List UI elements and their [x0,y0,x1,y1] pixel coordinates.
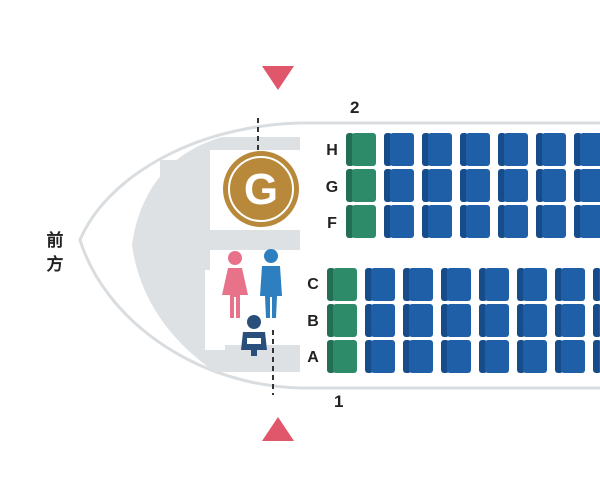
lower-seat-8A[interactable] [593,340,600,373]
upper-seat-7F[interactable] [574,205,600,238]
row-number-upper: 2 [350,98,360,117]
lower-seat-2B[interactable] [365,304,395,337]
lower-seat-3B[interactable] [403,304,433,337]
lower-seat-1B[interactable] [327,304,357,337]
lower-seat-5A[interactable] [479,340,509,373]
lower-seat-6B[interactable] [517,304,547,337]
seat-letter-F: F [327,215,337,232]
restroom-icon [222,249,282,318]
upper-seat-5G[interactable] [498,169,528,202]
seat-letter-H: H [326,142,338,159]
lower-seat-6C[interactable] [517,268,547,301]
upper-seat-3H[interactable] [422,133,452,166]
lower-seat-1C[interactable] [327,268,357,301]
upper-seat-3F[interactable] [422,205,452,238]
lower-seat-2A[interactable] [365,340,395,373]
upper-seat-2H[interactable] [384,133,414,166]
front-direction-label-2: 方 [46,255,64,274]
lower-seat-4C[interactable] [441,268,471,301]
upper-seat-5H[interactable] [498,133,528,166]
lower-seat-4B[interactable] [441,304,471,337]
seat-letter-G: G [325,179,339,196]
upper-seat-4H[interactable] [460,133,490,166]
row-number-lower: 1 [334,392,344,411]
seat-letter-C: C [307,276,319,293]
front-direction-label-1: 前 [46,231,64,250]
upper-seat-6H[interactable] [536,133,566,166]
exit-arrow-up-icon [262,417,294,441]
upper-seat-6F[interactable] [536,205,566,238]
upper-seat-1H[interactable] [346,133,376,166]
lower-seat-7A[interactable] [555,340,585,373]
baby-changing-icon [241,315,267,356]
female-restroom-icon [222,251,248,318]
upper-seat-6G[interactable] [536,169,566,202]
upper-seat-7H[interactable] [574,133,600,166]
galley-letter: G [244,165,278,214]
lower-seat-3A[interactable] [403,340,433,373]
lower-seat-5C[interactable] [479,268,509,301]
lower-seat-8B[interactable] [593,304,600,337]
exit-arrow-down-icon [262,66,294,90]
seat-grid [327,133,600,373]
upper-seat-3G[interactable] [422,169,452,202]
galley-area-upper [160,160,210,240]
male-restroom-icon [260,249,282,318]
lower-seat-7C[interactable] [555,268,585,301]
lower-seat-3C[interactable] [403,268,433,301]
lav-area [210,250,300,345]
upper-seat-1G[interactable] [346,169,376,202]
upper-seat-5F[interactable] [498,205,528,238]
upper-seat-4G[interactable] [460,169,490,202]
lower-seat-8C[interactable] [593,268,600,301]
seat-letter-B: B [307,313,319,330]
lower-seat-6A[interactable] [517,340,547,373]
upper-seat-2F[interactable] [384,205,414,238]
lower-seat-1A[interactable] [327,340,357,373]
galley-icon: G [223,151,299,227]
lower-seat-2C[interactable] [365,268,395,301]
upper-seat-4F[interactable] [460,205,490,238]
lower-seat-4A[interactable] [441,340,471,373]
upper-seat-2G[interactable] [384,169,414,202]
upper-seat-7G[interactable] [574,169,600,202]
lower-seat-7B[interactable] [555,304,585,337]
upper-seat-1F[interactable] [346,205,376,238]
lower-seat-5B[interactable] [479,304,509,337]
seat-letter-A: A [307,349,319,366]
